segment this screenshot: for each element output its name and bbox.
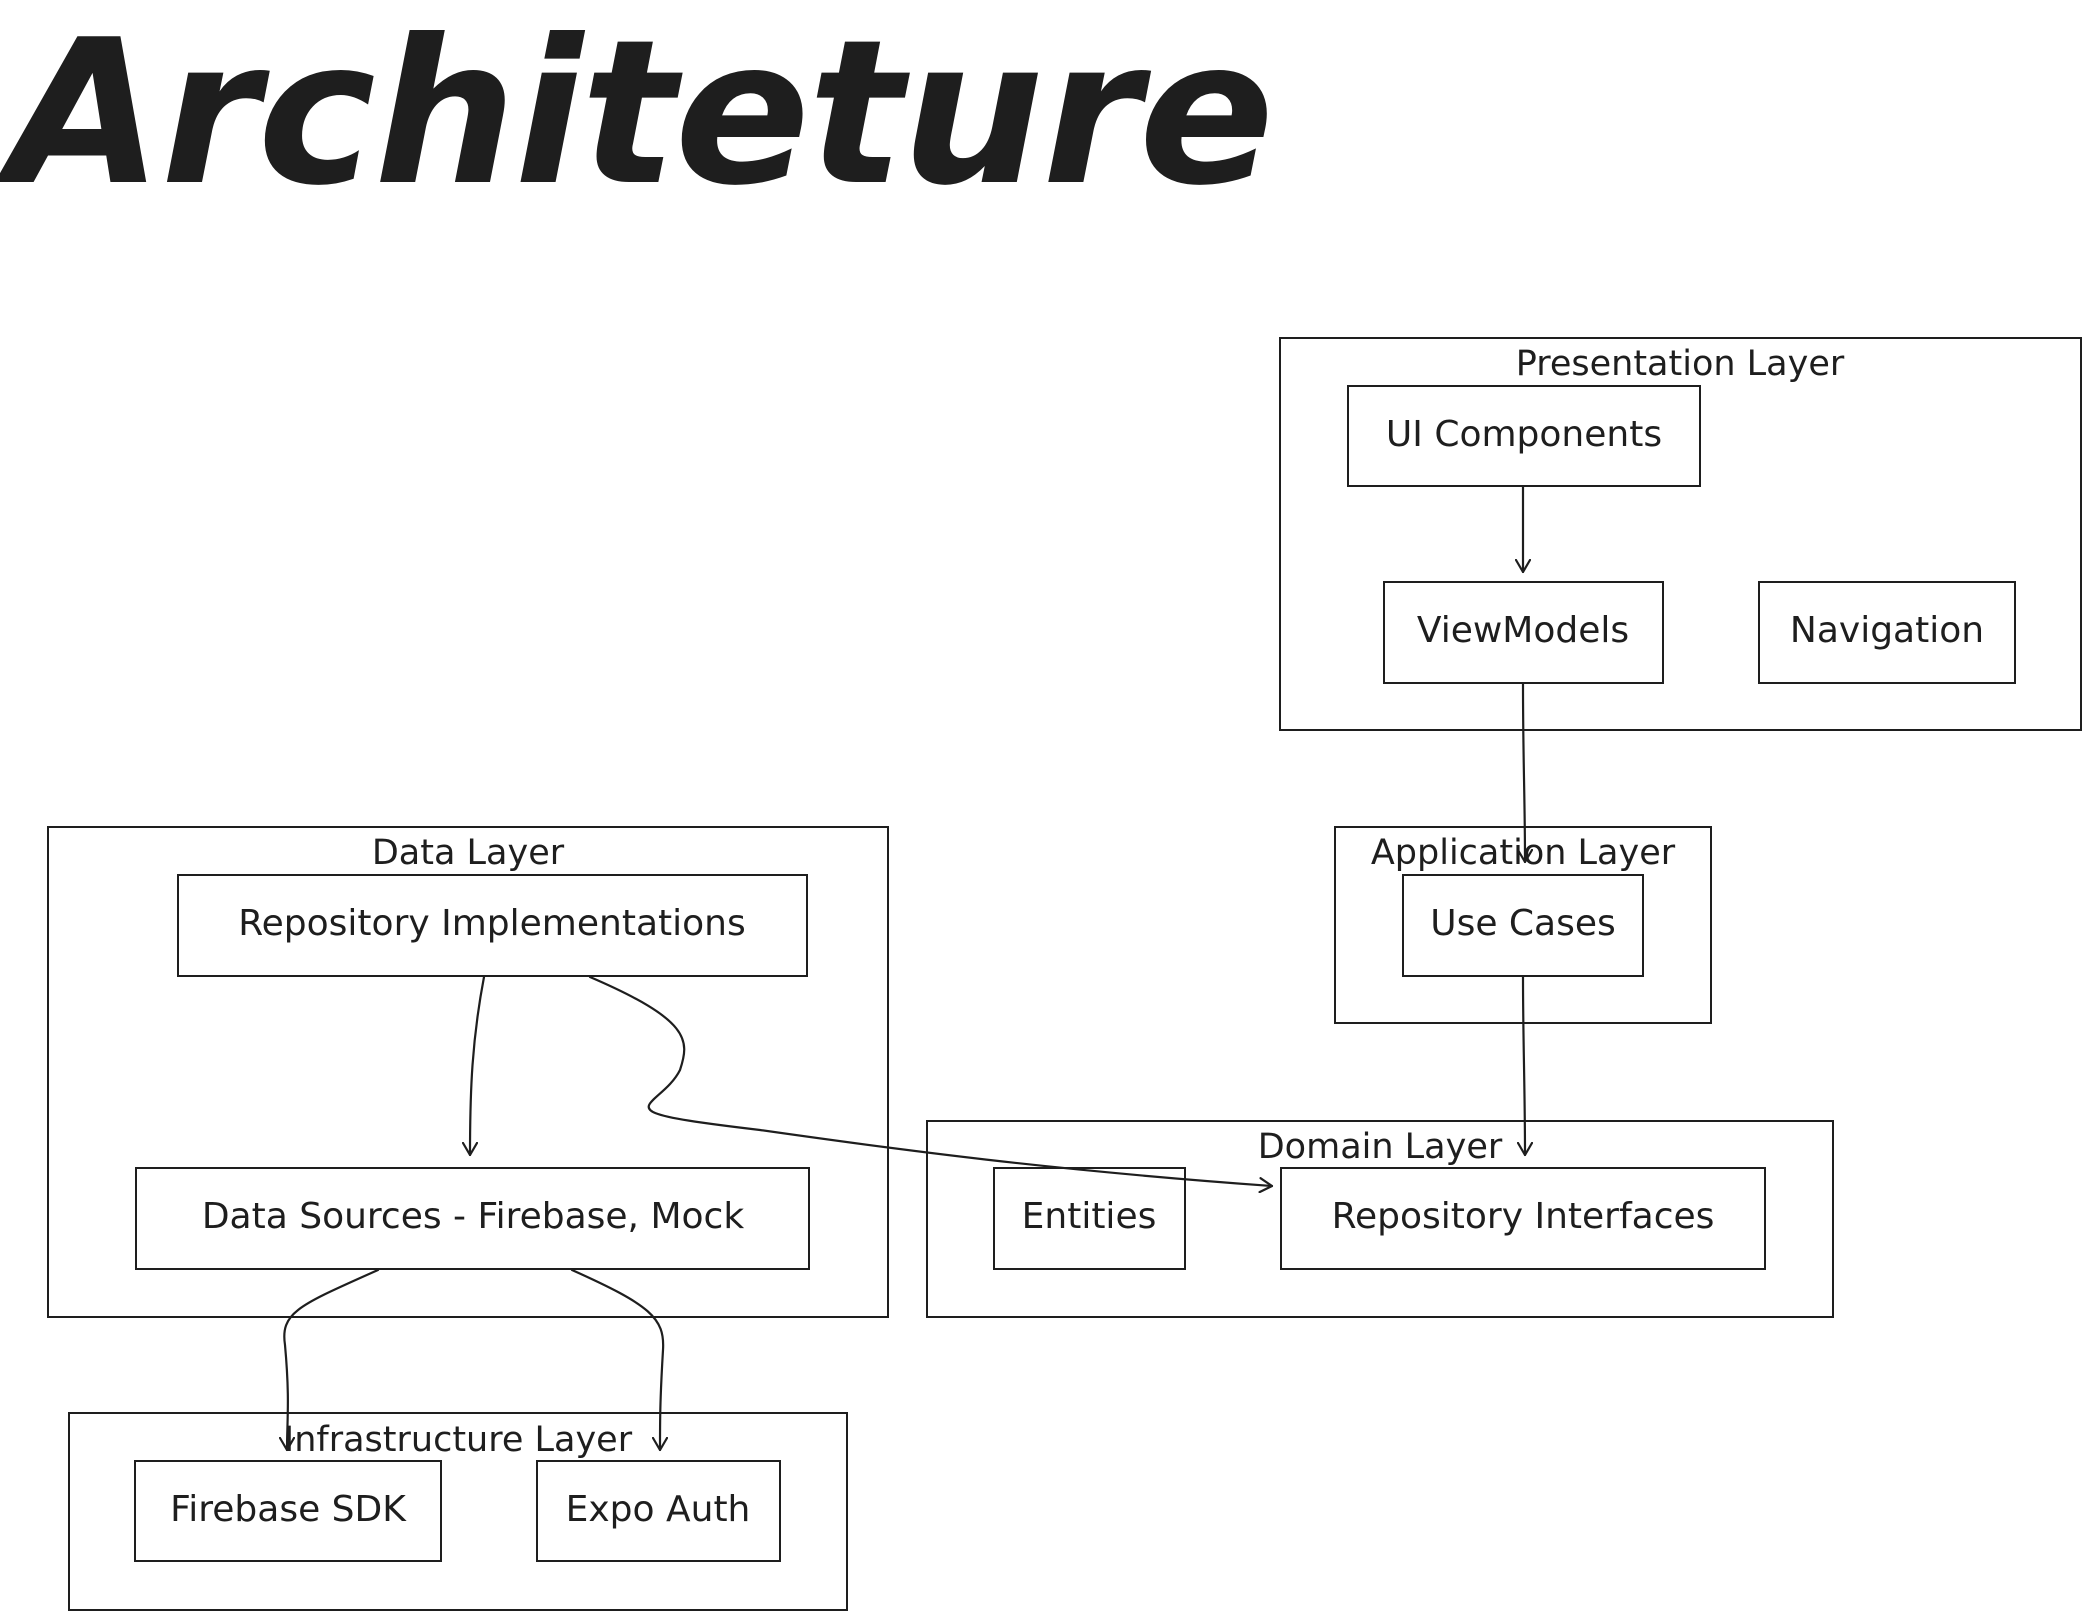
domain-layer-label: Domain Layer — [1258, 1127, 1503, 1167]
repository-interfaces-node: Repository Interfaces — [1280, 1167, 1766, 1270]
firebase-sdk-label: Firebase SDK — [170, 1489, 407, 1530]
entities-label: Entities — [1022, 1196, 1157, 1237]
viewmodels-label: ViewModels — [1417, 610, 1629, 651]
edge-use-cases-to-repository-interfaces — [1523, 975, 1525, 1157]
repository-interfaces-label: Repository Interfaces — [1332, 1196, 1715, 1237]
ui-components-box — [1347, 385, 1701, 487]
presentation-layer-box — [1279, 337, 2082, 731]
expo-auth-node: Expo Auth — [536, 1460, 781, 1562]
navigation-node: Navigation — [1758, 581, 2016, 684]
page-title: Architeture — [0, 0, 1272, 230]
data-layer: Data Layer — [47, 826, 889, 1318]
repository-implementations-box — [177, 874, 808, 977]
domain-layer-box — [926, 1120, 1834, 1318]
entities-node: Entities — [993, 1167, 1186, 1270]
presentation-layer-label: Presentation Layer — [1516, 344, 1845, 384]
data-layer-box — [47, 826, 889, 1318]
domain-layer: Domain Layer — [926, 1120, 1834, 1318]
navigation-box — [1758, 581, 2016, 684]
ui-components-node: UI Components — [1347, 385, 1701, 487]
repository-interfaces-box — [1280, 1167, 1766, 1270]
application-layer-label: Application Layer — [1371, 833, 1676, 873]
use-cases-node: Use Cases — [1402, 874, 1644, 977]
data-layer-label: Data Layer — [372, 833, 565, 873]
repository-implementations-label: Repository Implementations — [238, 903, 745, 944]
expo-auth-label: Expo Auth — [566, 1489, 751, 1530]
edge-viewmodels-to-use-cases — [1523, 682, 1525, 864]
edge-repository-implementations-to-repository-interfaces — [588, 975, 1274, 1186]
ui-components-label: UI Components — [1386, 414, 1662, 455]
data-sources-box — [135, 1167, 810, 1270]
entities-box — [993, 1167, 1186, 1270]
firebase-sdk-node: Firebase SDK — [134, 1460, 442, 1562]
repository-implementations-node: Repository Implementations — [177, 874, 808, 977]
edge-data-sources-to-firebase-sdk — [284, 1268, 380, 1452]
infrastructure-layer-box — [68, 1412, 848, 1611]
infrastructure-layer-label: Infrastructure Layer — [284, 1420, 633, 1460]
edge-repository-implementations-to-data-sources — [470, 975, 486, 1157]
firebase-sdk-box — [134, 1460, 442, 1562]
data-sources-node: Data Sources - Firebase, Mock — [135, 1167, 810, 1270]
viewmodels-node: ViewModels — [1383, 581, 1664, 684]
infrastructure-layer: Infrastructure Layer — [68, 1412, 848, 1611]
data-sources-label: Data Sources - Firebase, Mock — [202, 1196, 745, 1237]
navigation-label: Navigation — [1790, 610, 1984, 651]
presentation-layer: Presentation Layer — [1279, 337, 2082, 731]
viewmodels-box — [1383, 581, 1664, 684]
use-cases-label: Use Cases — [1430, 903, 1616, 944]
edge-data-sources-to-expo-auth — [570, 1268, 663, 1452]
expo-auth-box — [536, 1460, 781, 1562]
